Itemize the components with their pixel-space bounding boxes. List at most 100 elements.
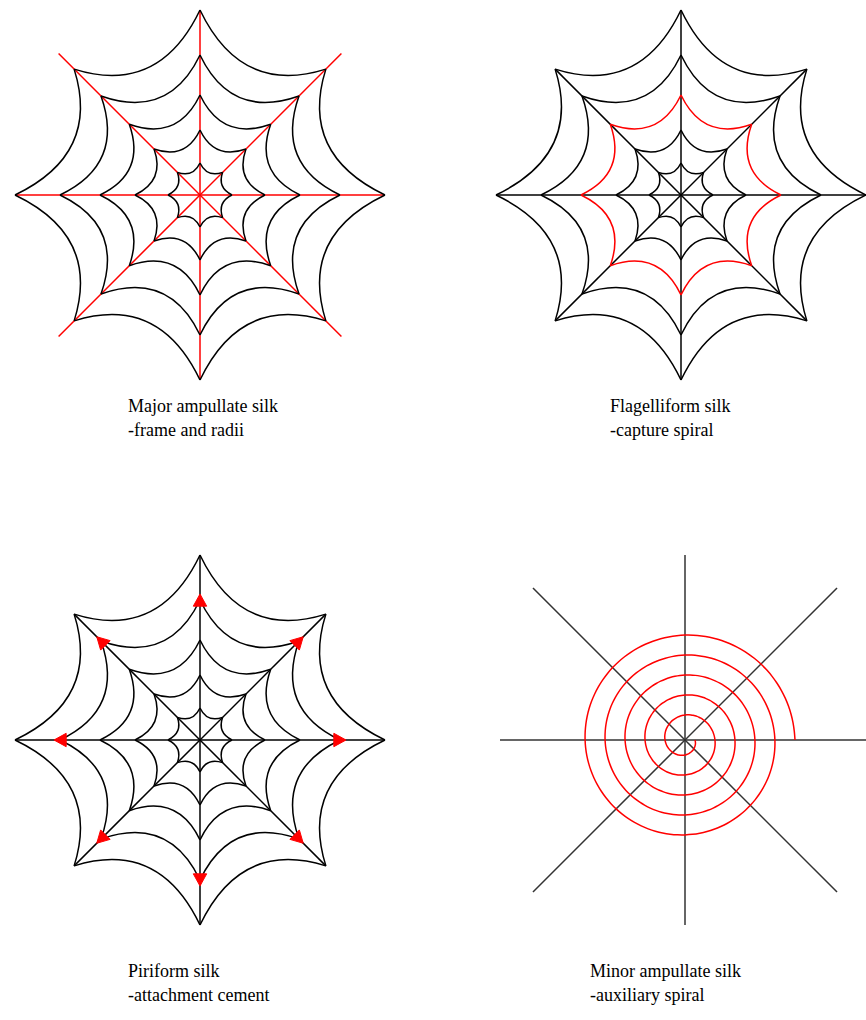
ring-arc bbox=[681, 95, 752, 129]
ring-arc bbox=[221, 740, 232, 763]
radius-thread bbox=[680, 10, 682, 195]
ring-arc bbox=[243, 149, 265, 195]
ring-arc bbox=[221, 172, 232, 195]
ring-arc bbox=[635, 130, 681, 152]
ring-arc bbox=[681, 288, 780, 335]
radius-thread bbox=[59, 195, 200, 336]
ring-arc bbox=[266, 669, 300, 740]
ring-arc bbox=[177, 216, 200, 227]
ring-arc bbox=[724, 195, 746, 241]
ring-arc bbox=[200, 216, 223, 227]
ring-arc bbox=[200, 761, 223, 772]
ring-arc bbox=[681, 315, 807, 380]
ring-arc bbox=[200, 555, 326, 620]
ring-arc bbox=[60, 96, 107, 195]
radius-thread bbox=[684, 740, 686, 925]
ring-arc bbox=[154, 238, 200, 260]
ring-arc bbox=[100, 669, 134, 740]
ring-arc bbox=[129, 261, 200, 295]
radius-thread bbox=[200, 614, 326, 740]
ring-arc bbox=[681, 238, 727, 260]
radius-thread bbox=[681, 195, 807, 321]
radius-thread bbox=[74, 614, 200, 740]
ring-arc bbox=[801, 69, 866, 195]
ring-arc bbox=[610, 95, 681, 129]
ring-arc bbox=[101, 833, 200, 880]
ring-arc bbox=[129, 95, 200, 129]
ring-arc bbox=[266, 195, 300, 266]
ring-arc bbox=[801, 195, 866, 321]
ring-arc bbox=[15, 614, 80, 740]
ring-arc bbox=[129, 806, 200, 840]
radius-thread bbox=[200, 195, 341, 336]
ring-arc bbox=[154, 783, 200, 805]
ring-arc bbox=[60, 641, 107, 740]
silk-use: -capture spiral bbox=[610, 419, 713, 441]
silk-use: -attachment cement bbox=[128, 984, 269, 1006]
ring-arc bbox=[266, 740, 300, 811]
silk-name: Major ampullate silk bbox=[128, 395, 278, 417]
silk-name: Piriform silk bbox=[128, 960, 220, 982]
cement-mark bbox=[97, 830, 110, 843]
ring-arc bbox=[293, 195, 340, 294]
ring-arc bbox=[243, 694, 265, 740]
spider-web bbox=[15, 555, 385, 925]
ring-arc bbox=[168, 717, 179, 740]
ring-arc bbox=[15, 195, 80, 321]
ring-arc bbox=[200, 640, 271, 674]
spider-web bbox=[500, 555, 866, 925]
ring-arc bbox=[74, 315, 200, 380]
ring-arc bbox=[200, 675, 246, 697]
ring-arc bbox=[15, 69, 80, 195]
ring-arc bbox=[681, 163, 704, 174]
radius-thread bbox=[500, 739, 685, 741]
ring-arc bbox=[681, 55, 780, 102]
radius-thread bbox=[59, 54, 200, 195]
spider-web bbox=[15, 10, 385, 380]
ring-arc bbox=[154, 675, 200, 697]
radius-thread bbox=[680, 195, 682, 380]
ring-arc bbox=[747, 124, 781, 195]
ring-arc bbox=[200, 288, 299, 335]
spider-web bbox=[496, 10, 866, 380]
ring-arc bbox=[293, 740, 340, 839]
ring-arc bbox=[60, 740, 107, 839]
ring-arc bbox=[154, 130, 200, 152]
auxiliary-spiral bbox=[585, 635, 795, 835]
ring-arc bbox=[658, 163, 681, 174]
ring-arc bbox=[649, 195, 660, 218]
ring-arc bbox=[582, 288, 681, 335]
ring-arc bbox=[555, 10, 681, 75]
ring-arc bbox=[681, 130, 727, 152]
ring-arc bbox=[200, 130, 246, 152]
ring-arc bbox=[541, 96, 588, 195]
ring-arc bbox=[135, 195, 157, 241]
radius-thread bbox=[681, 194, 866, 196]
ring-arc bbox=[177, 761, 200, 772]
ring-arc bbox=[129, 640, 200, 674]
silk-use: -auxiliary spiral bbox=[590, 984, 704, 1006]
ring-arc bbox=[581, 124, 615, 195]
ring-arc bbox=[320, 614, 385, 740]
cement-mark bbox=[193, 874, 206, 886]
ring-arc bbox=[243, 195, 265, 241]
ring-arc bbox=[74, 10, 200, 75]
silk-name: Flagelliform silk bbox=[610, 395, 731, 417]
ring-arc bbox=[293, 641, 340, 740]
ring-arc bbox=[200, 238, 246, 260]
ring-arc bbox=[221, 717, 232, 740]
ring-arc bbox=[610, 261, 681, 295]
radius-thread bbox=[199, 555, 201, 740]
radius-thread bbox=[199, 740, 201, 925]
ring-arc bbox=[101, 600, 200, 647]
ring-arc bbox=[681, 10, 807, 75]
ring-arc bbox=[702, 172, 713, 195]
cement-mark bbox=[54, 733, 66, 746]
ring-arc bbox=[168, 740, 179, 763]
cement-mark bbox=[290, 830, 303, 843]
ring-arc bbox=[100, 124, 134, 195]
ring-arc bbox=[101, 288, 200, 335]
ring-arc bbox=[293, 96, 340, 195]
